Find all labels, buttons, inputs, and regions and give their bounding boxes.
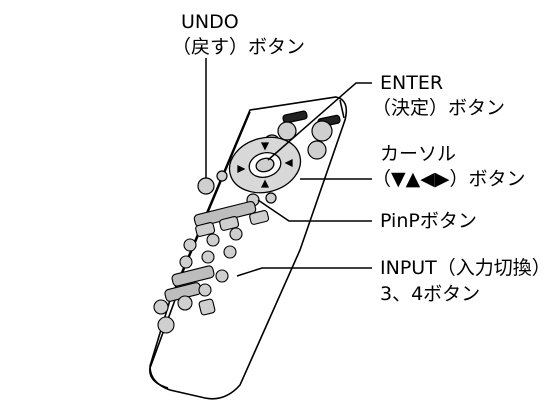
callout-lines <box>205 58 372 277</box>
undo-label-line1: UNDO <box>181 11 239 33</box>
dpad <box>228 136 302 194</box>
enter-label-line2: （決定）ボタン <box>372 97 506 119</box>
input-label-line2: 3、4ボタン <box>380 283 481 305</box>
input-label-line1: INPUT（入力切換） <box>380 257 551 279</box>
cursor-label-line2: （▼▲◀▶）ボタン <box>372 168 526 190</box>
pinp-label: PinPボタン <box>380 210 477 232</box>
undo-label-line2: （戻す）ボタン <box>172 36 306 58</box>
enter-label-line1: ENTER <box>380 72 444 94</box>
side-buttons <box>197 170 277 207</box>
button-grid <box>153 200 270 334</box>
cursor-label-line1: カーソル <box>380 143 457 165</box>
